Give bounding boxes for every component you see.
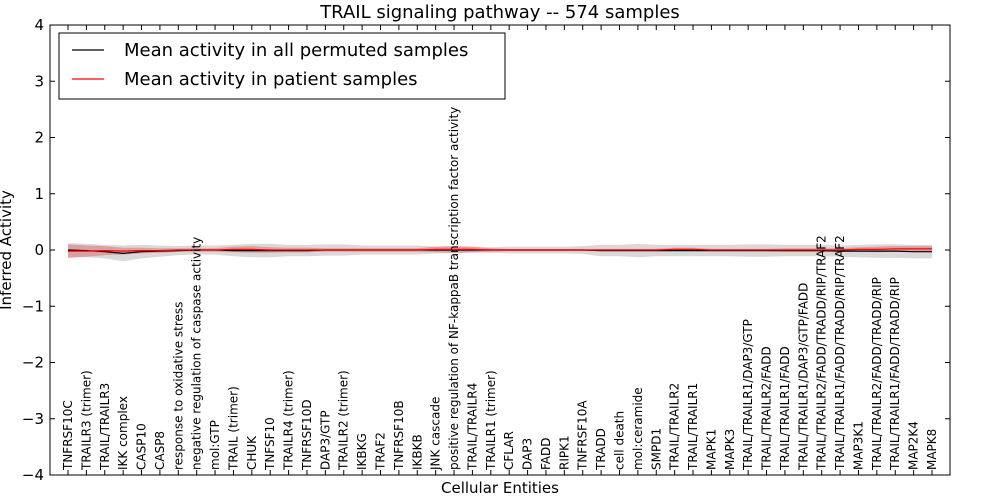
y-tick-label: 1: [34, 185, 44, 203]
x-tick-label: IKBKG: [355, 433, 369, 470]
x-tick-label: TNFRSF10A: [576, 400, 590, 471]
x-tick-label: positive regulation of NF-kappaB transcr…: [447, 107, 461, 470]
y-tick-label: −3: [22, 410, 44, 428]
x-tick-label: TRAIL/TRAILR1/FADD/TRADD/RIP/TRAF2: [833, 235, 847, 471]
x-tick-label: CASP8: [153, 431, 167, 470]
x-tick-label: TRAIL (trimer): [226, 386, 240, 471]
x-tick-label: TNFRSF10C: [61, 400, 75, 471]
x-tick-label: TRAIL/TRAILR2/FADD/TRADD/RIP: [870, 277, 884, 471]
x-tick-label: JNK cascade: [429, 397, 443, 471]
x-tick-label: TRAILR3 (trimer): [79, 370, 93, 471]
y-tick-label: 0: [34, 241, 44, 259]
x-tick-label: SMPD1: [649, 428, 663, 470]
x-tick-label: mol:GTP: [208, 420, 222, 470]
x-tick-label: FADD: [539, 438, 553, 471]
x-tick-label: TRAILR4 (trimer): [282, 370, 296, 471]
x-tick-label: IKBKB: [410, 434, 424, 470]
y-axis-label: Inferred Activity: [0, 190, 15, 310]
x-tick-label: TNFRSF10B: [392, 400, 406, 471]
x-tick-label: TRAIL/TRAILR2/FADD/TRADD/RIP/TRAF2: [815, 235, 829, 471]
y-tick-label: −2: [22, 354, 44, 372]
x-tick-label: mol:ceramide: [631, 387, 645, 470]
x-tick-label: CHUK: [245, 435, 259, 470]
x-tick-label: DAP3: [521, 438, 535, 470]
x-tick-label: MAPK3: [723, 429, 737, 470]
x-tick-label: TRAIL/TRAILR2: [668, 383, 682, 471]
chart-title: TRAIL signaling pathway -- 574 samples: [319, 2, 680, 23]
x-tick-label: TRAIL/TRAILR1/FADD/TRADD/RIP: [888, 277, 902, 471]
x-tick-label: TRAIL/TRAILR1/DAP3/GTP/FADD: [796, 283, 810, 471]
band-permuted: [68, 243, 932, 262]
x-tick-label: TRAF2: [374, 432, 388, 471]
x-tick-label: TRAIL/TRAILR2/FADD: [760, 346, 774, 471]
y-tick-label: 2: [34, 129, 44, 147]
y-tick-label: −1: [22, 297, 44, 315]
x-tick-label: response to oxidative stress: [171, 302, 185, 470]
y-tick-label: −4: [22, 466, 44, 484]
x-tick-label: TRAIL/TRAILR4: [465, 383, 479, 471]
x-tick-label: TRADD: [594, 428, 608, 471]
x-tick-label: TRAIL/TRAILR1/FADD: [778, 346, 792, 471]
x-tick-label: IKK complex: [116, 396, 130, 470]
x-tick-label: RIPK1: [557, 435, 571, 470]
x-tick-label: MAPK1: [704, 429, 718, 470]
x-tick-label: TRAIL/TRAILR1: [686, 383, 700, 471]
band-patient: [68, 244, 932, 258]
x-tick-label: CFLAR: [502, 431, 516, 470]
x-tick-label: MAPK8: [925, 429, 939, 470]
x-tick-label: TRAIL/TRAILR1/DAP3/GTP: [741, 319, 755, 471]
legend-frame: [58, 32, 506, 100]
x-tick-label: DAP3/GTP: [318, 410, 332, 470]
x-tick-label: MAP3K1: [851, 421, 865, 470]
y-tick-label: 3: [34, 72, 44, 90]
x-tick-label: TNFRSF10D: [300, 399, 314, 471]
x-tick-label: TNFSF10: [263, 417, 277, 471]
x-tick-label: cell death: [612, 411, 626, 470]
x-tick-label: MAP2K4: [907, 421, 921, 470]
x-tick-label: CASP10: [135, 423, 149, 470]
x-tick-label: TRAIL/TRAILR3: [98, 383, 112, 471]
x-axis-label: Cellular Entities: [441, 479, 559, 497]
legend: Mean activity in all permuted samples Me…: [58, 32, 506, 100]
series-line-patient: [68, 248, 932, 252]
x-tick-label: TRAILR1 (trimer): [484, 370, 498, 471]
legend-label-permuted: Mean activity in all permuted samples: [124, 40, 468, 61]
x-tick-label: TRAILR2 (trimer): [337, 370, 351, 471]
x-tick-label: negative regulation of caspase activity: [190, 237, 204, 470]
y-tick-label: 4: [34, 16, 44, 34]
legend-label-patient: Mean activity in patient samples: [124, 69, 418, 90]
